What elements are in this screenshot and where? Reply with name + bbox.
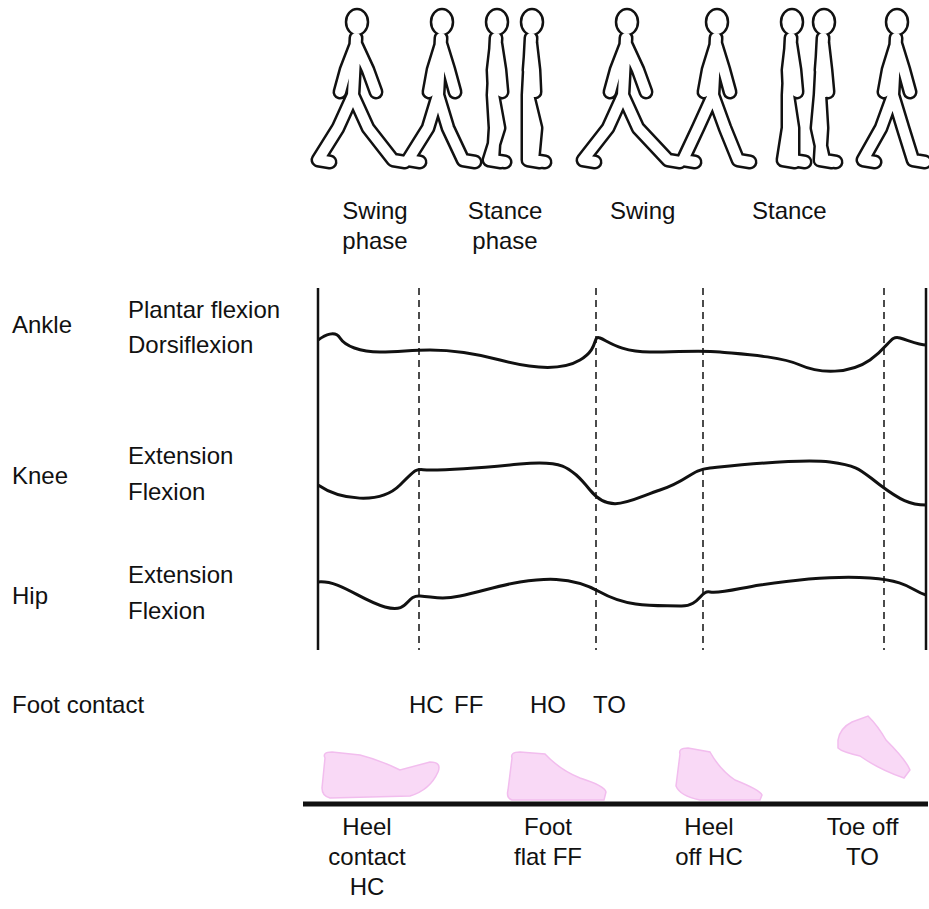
event-label: Foot flat FF — [508, 812, 588, 872]
figure-fill — [528, 38, 545, 162]
figure-head — [431, 9, 453, 35]
joint-curves — [318, 334, 926, 609]
ankle-curve — [318, 334, 926, 371]
figure-fill — [318, 38, 405, 162]
row-title: Foot contact — [12, 690, 144, 720]
figure-outline — [683, 38, 750, 162]
figure-outline — [863, 38, 925, 162]
figure-fill — [817, 38, 836, 162]
figure-outlines — [318, 9, 925, 162]
joint-name: Ankle — [12, 310, 72, 340]
foot-toe-off — [838, 716, 910, 778]
phase-label: Swing — [610, 196, 675, 226]
figure-fill — [783, 38, 805, 162]
hip-curve — [318, 577, 926, 608]
axis-label: Dorsiflexion — [128, 330, 253, 360]
figure-fills — [318, 38, 925, 162]
figure-fill — [683, 38, 750, 162]
chart-grid — [318, 288, 926, 650]
event-label: Heel contact HC — [317, 812, 417, 902]
figure-outline — [408, 38, 475, 162]
phase-label: Swing phase — [330, 196, 420, 256]
figure-head — [706, 9, 728, 35]
figure-fill — [863, 38, 925, 162]
figure-head — [521, 9, 543, 35]
figure-fill — [408, 38, 475, 162]
figure-head — [346, 9, 368, 35]
figure-outline — [528, 38, 545, 162]
joint-name: Hip — [12, 581, 48, 611]
axis-label: Flexion — [128, 477, 205, 507]
axis-label: Flexion — [128, 596, 205, 626]
figure-fill — [489, 38, 505, 162]
phase-label: Stance phase — [455, 196, 555, 256]
figure-fill — [583, 38, 680, 162]
figure-head — [886, 9, 908, 35]
figure-outline — [318, 38, 405, 162]
foot-heel-contact — [322, 752, 439, 798]
event-code: FF — [454, 690, 483, 720]
ground-line — [303, 802, 928, 807]
event-label: Toe off TO — [825, 812, 900, 872]
figure-outline — [489, 38, 505, 162]
phase-label: Stance — [752, 196, 827, 226]
figure-head — [486, 9, 508, 35]
event-code: HO — [530, 690, 566, 720]
figure-head — [781, 9, 803, 35]
foot-icons — [322, 716, 910, 800]
figure-outline — [783, 38, 805, 162]
event-code: HC — [409, 690, 444, 720]
foot-heel-off — [676, 748, 762, 800]
figure-head — [813, 9, 835, 35]
knee-curve — [318, 461, 926, 505]
joint-name: Knee — [12, 461, 68, 491]
axis-label: Extension — [128, 560, 233, 590]
axis-label: Plantar flexion — [128, 295, 280, 325]
walking-figures — [318, 9, 925, 162]
figure-head — [616, 9, 638, 35]
figure-outline — [817, 38, 836, 162]
event-code: TO — [593, 690, 626, 720]
axis-label: Extension — [128, 441, 233, 471]
figure-outline — [583, 38, 680, 162]
event-label: Heel off HC — [669, 812, 749, 872]
foot-flat — [508, 752, 607, 800]
